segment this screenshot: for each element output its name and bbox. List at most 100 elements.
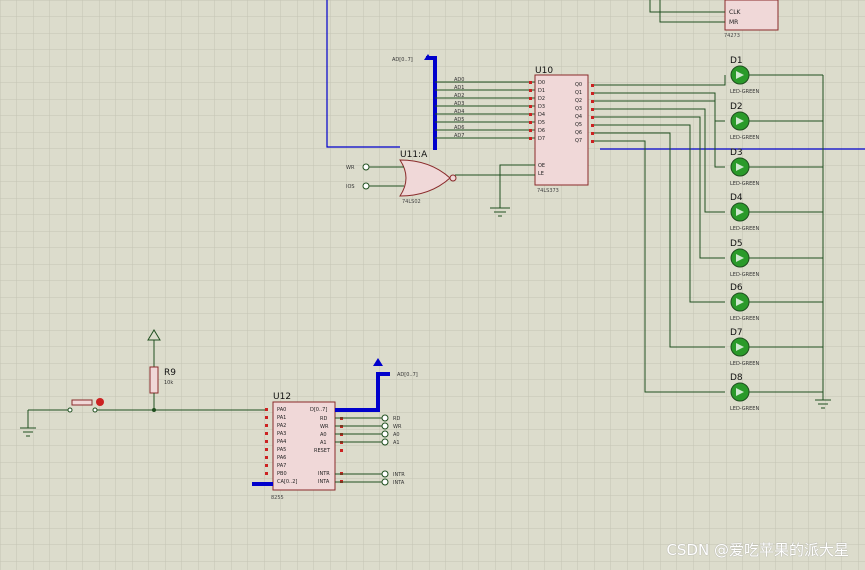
led-d8: D8 LED-GREEN <box>730 373 823 412</box>
u10-output-pins: Q0 Q1 Q2 Q3 Q4 Q5 Q6 Q7 <box>575 82 582 144</box>
u12-right-pins: D[0..7] RD WR A0 A1 RESET INTR INTA <box>310 407 331 485</box>
bus-upper[interactable]: AD[0..7] <box>392 54 437 150</box>
chip-type-u10: 74LS373 <box>537 188 559 194</box>
svg-text:PA7: PA7 <box>277 463 286 469</box>
svg-text:PA5: PA5 <box>277 447 286 453</box>
led-type: LED-GREEN <box>730 89 759 95</box>
led-type: LED-GREEN <box>730 181 759 187</box>
chip-74273[interactable]: CLK MR 74273 <box>649 0 779 39</box>
led-ref: D7 <box>730 328 743 338</box>
watermark-text: CSDN @爱吃苹果的派大星 <box>666 541 849 559</box>
blue-wires <box>326 0 865 150</box>
gate-type-u11: 74LS02 <box>402 199 421 205</box>
svg-text:PB0: PB0 <box>277 471 287 477</box>
terminal-label-ios: IOS <box>346 184 355 190</box>
svg-text:PA6: PA6 <box>277 455 286 461</box>
gate-u11[interactable]: U11:A 74LS02 WR IOS <box>346 150 457 205</box>
led-array[interactable]: D1 LED-GREEN D2 LED-GREEN D3 LED-GREEN D… <box>730 56 823 412</box>
svg-text:D0: D0 <box>538 80 545 86</box>
chip-ref-u10: U10 <box>535 66 553 76</box>
led-ref: D2 <box>730 102 743 112</box>
ad-label: AD3 <box>454 101 464 107</box>
q-output-wires <box>594 75 726 393</box>
svg-text:D4: D4 <box>538 112 545 118</box>
ad-label: AD6 <box>454 125 464 131</box>
svg-text:Q3: Q3 <box>575 106 582 112</box>
led-common-rail <box>815 75 831 409</box>
svg-text:Q4: Q4 <box>575 114 582 120</box>
svg-text:PA2: PA2 <box>277 423 286 429</box>
svg-text:D7: D7 <box>538 136 545 142</box>
pin-label-mr: MR <box>729 19 738 26</box>
u10-control-wires <box>455 164 535 217</box>
led-type: LED-GREEN <box>730 316 759 322</box>
resistor-r9[interactable]: R9 10k <box>147 329 176 412</box>
svg-text:Q6: Q6 <box>575 130 582 136</box>
pin-label-clk: CLK <box>729 9 742 16</box>
led-d2: D2 LED-GREEN <box>730 102 823 141</box>
terminal-wr[interactable] <box>362 163 370 171</box>
led-ref: D3 <box>730 148 743 158</box>
svg-text:D5: D5 <box>538 120 545 126</box>
u10-input-pins: D0 D1 D2 D3 D4 D5 D6 D7 OE LE <box>538 80 545 177</box>
led-ref: D1 <box>730 56 743 66</box>
svg-text:INTA: INTA <box>318 479 330 485</box>
svg-text:INTR: INTR <box>318 471 330 477</box>
led-d7: D7 LED-GREEN <box>730 328 823 367</box>
svg-text:RD: RD <box>320 416 327 422</box>
u12-terminals[interactable] <box>335 414 389 486</box>
svg-text:INTA: INTA <box>393 480 405 486</box>
chip-u10[interactable]: U10 74LS373 D0 D1 D2 D3 D4 D5 D6 D7 OE L… <box>529 66 594 194</box>
led-type: LED-GREEN <box>730 406 759 412</box>
u10-pin-markers <box>529 81 594 143</box>
svg-text:Q0: Q0 <box>575 82 582 88</box>
ad-label: AD4 <box>454 109 464 115</box>
terminal-ios[interactable] <box>362 182 370 190</box>
ad-lines <box>435 81 535 139</box>
u12-left-pins: PA0 PA1 PA2 PA3 PA4 PA5 PA6 PA7 PB0 CA[0… <box>277 407 297 485</box>
svg-text:A1: A1 <box>320 440 327 446</box>
ad-label: AD2 <box>454 93 464 99</box>
gate-ref-u11: U11:A <box>400 150 428 160</box>
svg-text:PA3: PA3 <box>277 431 286 437</box>
led-ref: D5 <box>730 239 743 249</box>
svg-text:PA1: PA1 <box>277 415 286 421</box>
bus-label-lower: AD[0..7] <box>397 372 418 378</box>
svg-text:A0: A0 <box>320 432 327 438</box>
chip-u12[interactable]: U12 8255 PA0 PA1 PA2 PA3 PA4 PA5 PA6 PA7… <box>252 392 343 501</box>
svg-text:D3: D3 <box>538 104 545 110</box>
led-d6: D6 LED-GREEN <box>730 283 823 322</box>
reset-switch[interactable] <box>20 398 265 437</box>
svg-text:Q5: Q5 <box>575 122 582 128</box>
led-type: LED-GREEN <box>730 361 759 367</box>
led-type: LED-GREEN <box>730 272 759 278</box>
bus-lower[interactable]: AD[0..7] <box>335 358 418 412</box>
ad-label: AD1 <box>454 85 464 91</box>
svg-text:D6: D6 <box>538 128 545 134</box>
bus-label-upper: AD[0..7] <box>392 57 413 63</box>
svg-text:WR: WR <box>393 424 402 430</box>
led-ref: D6 <box>730 283 743 293</box>
terminal-label-wr: WR <box>346 165 355 171</box>
svg-text:Q2: Q2 <box>575 98 582 104</box>
chip-type-74273: 74273 <box>724 33 740 39</box>
led-type: LED-GREEN <box>730 226 759 232</box>
ad-label: AD0 <box>454 77 464 83</box>
ad-line-labels: AD0 AD1 AD2 AD3 AD4 AD5 AD6 AD7 <box>454 77 464 139</box>
svg-text:OE: OE <box>538 163 545 169</box>
chip-ref-u12: U12 <box>273 392 291 402</box>
svg-text:INTR: INTR <box>393 472 405 478</box>
svg-text:A0: A0 <box>393 432 400 438</box>
led-ref: D4 <box>730 193 743 203</box>
resistor-value: 10k <box>164 380 173 386</box>
led-type: LED-GREEN <box>730 135 759 141</box>
svg-text:LE: LE <box>538 171 544 177</box>
svg-text:PA4: PA4 <box>277 439 286 445</box>
svg-text:PA0: PA0 <box>277 407 286 413</box>
u12-terminal-labels: RD WR A0 A1 INTR INTA <box>393 416 405 486</box>
svg-text:RESET: RESET <box>314 448 331 454</box>
led-d5: D5 LED-GREEN <box>730 239 823 278</box>
led-d4: D4 LED-GREEN <box>730 193 823 232</box>
led-d1: D1 LED-GREEN <box>730 56 823 95</box>
